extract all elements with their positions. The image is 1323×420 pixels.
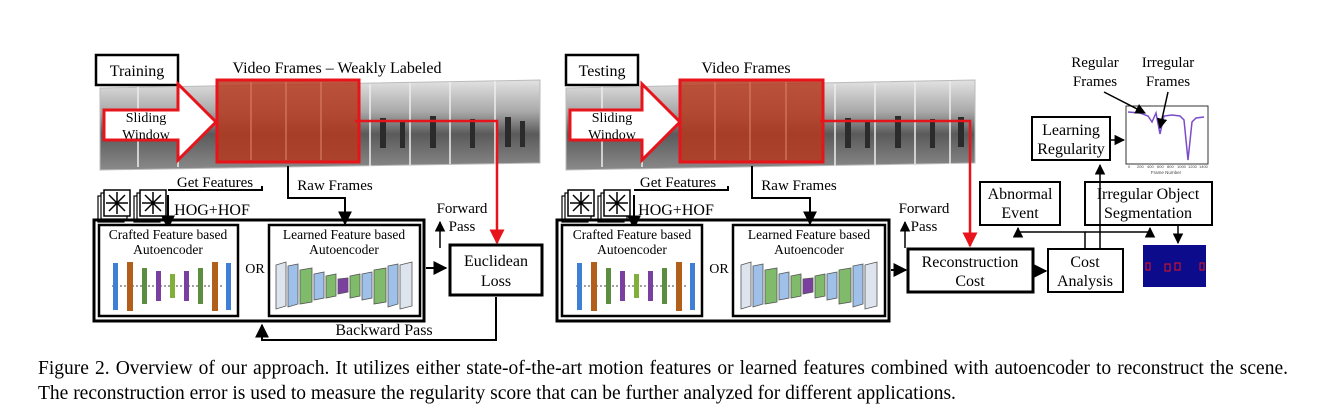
testing-crafted-layers [576,262,695,311]
euclidean-loss-label-2: Loss [481,273,511,290]
testing-learned-label-1: Learned Feature based [748,227,870,242]
training-get-features: Get Features [177,175,253,191]
testing-feature-icons [561,189,631,223]
testing-sliding-window-arrow [568,80,683,164]
testing-get-features: Get Features [640,175,716,191]
backward-pass-label: Backward Pass [335,322,432,339]
training-conv-autoencoder [275,261,413,310]
training-forward-label-1: Forward [437,201,488,217]
backward-pass-arrow [255,297,497,341]
plot-xlabel: Frame Number [1151,170,1182,175]
testing-crafted-label-2: Autoencoder [597,242,667,257]
irregular-frames-label-2: Frames [1146,74,1190,90]
training-hog-hof: HOG+HOF [174,202,250,219]
testing-conv-autoencoder [740,261,878,310]
training-crafted-label-1: Crafted Feature based [109,227,228,242]
testing-section: Testing Video Frames Sliding Window [555,53,1035,323]
training-feature-line [168,186,263,191]
regular-frames-label-1: Regular [1071,55,1118,71]
training-sliding-label-1: Sliding [126,111,166,126]
euclidean-loss-label-1: Euclidean [464,253,528,270]
reconstruction-cost-box [906,247,1035,294]
regular-frames-label-2: Frames [1073,74,1117,90]
plot-tick-4: 800 [1167,164,1174,169]
training-raw-arrow [287,166,352,226]
testing-hog-hof: HOG+HOF [638,202,714,219]
irregular-segmentation-box [1084,181,1213,226]
training-sliding-window-arrow [102,80,219,164]
segmentation-detections [1145,262,1205,272]
training-forward-label-2: Pass [449,219,476,235]
applications-section: Cost Analysis Abnormal Event Learning Re… [979,55,1213,293]
plot-ticks: 0 200 400 600 800 1000 1200 1400 [1128,164,1209,169]
testing-sliding-window-selection [678,78,825,164]
training-learned-label-1: Learned Feature based [283,227,405,242]
irregular-frames-pointer [1156,91,1169,130]
plot-tick-6: 1200 [1188,164,1198,169]
training-crafted-layers [112,262,231,311]
testing-label-box [564,53,640,87]
learning-regularity-label-2: Regularity [1037,141,1105,158]
learning-regularity-label-1: Learning [1042,122,1100,139]
abnormal-event-box [979,181,1061,226]
training-label: Training [110,63,165,80]
testing-label: Testing [579,63,626,80]
training-crafted-label-2: Autoencoder [133,242,203,257]
cost-analysis-label-1: Cost [1070,254,1100,271]
training-label-box [94,53,180,87]
regularity-curve [1127,110,1205,161]
testing-learned-label-2: Autoencoder [774,242,844,257]
testing-red-arrow [820,119,978,248]
training-raw-frames: Raw Frames [297,178,373,194]
to-abnormal-arrow [1012,226,1086,249]
figure-caption: Figure 2. Overview of our approach. It u… [38,358,1288,404]
testing-raw-frames: Raw Frames [761,178,837,194]
irregular-frames-label-1: Irregular [1142,55,1194,71]
learning-regularity-box [1031,116,1111,161]
training-frames-title: Video Frames – Weakly Labeled [233,60,442,77]
training-or: OR [245,262,265,277]
testing-sliding-label-1: Sliding [592,111,632,126]
training-section: Training Video Frames – Weakly Labeled S… [92,53,544,341]
training-red-arrow [355,119,505,245]
training-feature-icons [97,189,167,223]
training-outer-box [92,218,426,323]
testing-sliding-label-2: Window [588,128,637,143]
training-sliding-window-selection [215,78,361,164]
plot-tick-1: 200 [1137,164,1144,169]
testing-crafted-label-1: Crafted Feature based [573,227,692,242]
cost-analysis-label-2: Analysis [1057,273,1113,290]
regularity-plot [1125,105,1209,165]
plot-tick-7: 1400 [1199,164,1209,169]
plot-tick-5: 1000 [1177,164,1187,169]
euclidean-loss-box [448,243,544,297]
abnormal-event-label-1: Abnormal [988,186,1053,203]
plot-tick-0: 0 [1128,164,1131,169]
testing-frames-title: Video Frames [701,60,790,77]
testing-outer-box [555,218,891,323]
pipeline-diagram: Training Video Frames – Weakly Labeled S… [92,53,1213,341]
plot-tick-2: 400 [1147,164,1154,169]
plot-tick-3: 600 [1157,164,1164,169]
to-segmentation-arrow [1085,226,1156,238]
testing-forward-label-1: Forward [899,201,950,217]
reconstruction-cost-label-2: Cost [955,273,985,290]
reconstruction-cost-label-1: Reconstruction [922,254,1019,271]
training-sliding-label-2: Window [122,128,171,143]
testing-raw-arrow [751,166,817,226]
testing-forward-label-2: Pass [911,219,938,235]
training-learned-label-2: Autoencoder [309,242,379,257]
testing-feature-line [634,186,729,191]
testing-or: OR [709,262,729,277]
irregular-segmentation-label-1: Irregular Object [1097,186,1200,203]
abnormal-event-label-2: Event [1001,205,1039,222]
irregular-segmentation-label-2: Segmentation [1104,205,1192,222]
regular-frames-pointer [1103,91,1146,114]
